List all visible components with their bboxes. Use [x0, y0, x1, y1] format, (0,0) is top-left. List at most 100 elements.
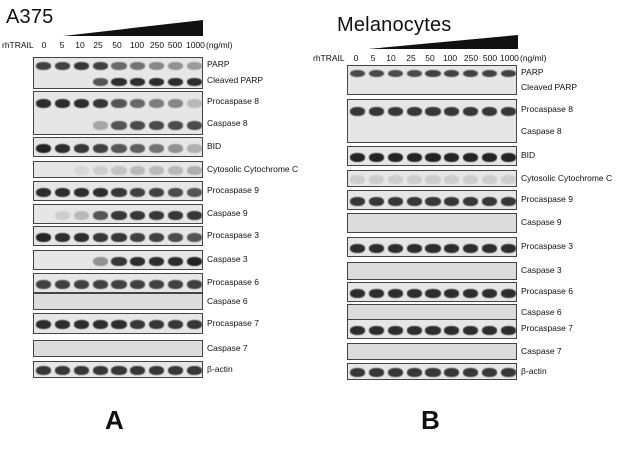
blot-band — [425, 325, 441, 335]
blot-band — [149, 120, 165, 130]
blot-strip — [347, 282, 517, 302]
blot-band — [444, 368, 460, 377]
blot-label: Procaspase 7 — [207, 317, 259, 328]
blot-band — [73, 232, 89, 242]
blot-band — [54, 320, 70, 329]
blot-band — [92, 279, 108, 289]
blot-band — [130, 187, 146, 197]
blot-band — [425, 175, 441, 184]
blot-band — [387, 69, 403, 78]
blot-band — [54, 232, 70, 242]
blot-strip — [347, 319, 517, 339]
panel-b-letter: B — [421, 405, 440, 435]
blot-band — [168, 166, 184, 175]
blot-band — [187, 320, 202, 329]
blot-label: Procaspase 7 — [521, 323, 573, 333]
blot-band — [349, 175, 365, 184]
blot-band — [130, 320, 146, 329]
blot-band — [111, 366, 127, 375]
blot-band — [149, 166, 165, 175]
blot-band — [168, 98, 184, 108]
blot-band — [54, 366, 70, 375]
blot-band — [73, 366, 89, 375]
blot-band — [463, 368, 479, 377]
blot-band — [130, 78, 146, 86]
blot-band — [54, 62, 70, 70]
blot-band — [349, 325, 365, 335]
blot-band — [368, 152, 384, 162]
blot-band — [149, 256, 165, 266]
blot-band — [444, 106, 460, 116]
blot-band — [463, 243, 479, 253]
blot-band — [482, 175, 498, 184]
blot-band — [168, 232, 184, 242]
blot-label: β-actin — [207, 363, 233, 374]
blot-band — [73, 98, 89, 108]
dose-tick: 10 — [386, 53, 396, 63]
blot-band — [130, 98, 146, 108]
blot-strip — [33, 137, 203, 157]
blot-strip — [33, 293, 203, 310]
blot-band — [425, 152, 441, 162]
blot-band — [149, 98, 165, 108]
blot-label: Caspase 8 — [521, 126, 562, 136]
blot-band — [368, 325, 384, 335]
blot-band — [368, 196, 384, 206]
blot-band — [349, 69, 365, 78]
blot-band — [149, 366, 165, 375]
blot-band — [130, 120, 146, 130]
dose-tick: 500 — [482, 53, 498, 63]
blot-band — [501, 288, 516, 298]
blot-band — [463, 106, 479, 116]
blot-band — [168, 120, 184, 130]
dose-tick: 250 — [149, 40, 165, 50]
blot-band — [349, 243, 365, 253]
blot-label: Caspase 9 — [521, 217, 562, 227]
blot-band — [463, 69, 479, 78]
blot-label: Cytosolic Cytochrome C — [521, 172, 613, 183]
blot-strip — [33, 313, 203, 334]
blot-strip — [33, 161, 203, 178]
blot-band — [349, 196, 365, 206]
blot-label: BID — [207, 141, 222, 151]
blot-band — [73, 166, 89, 175]
blot-label: Caspase 7 — [207, 342, 248, 353]
blot-label: Caspase 3 — [521, 265, 562, 275]
blot-band — [54, 143, 70, 153]
blot-band — [425, 368, 441, 377]
blot-band — [406, 368, 422, 377]
blot-band — [187, 120, 202, 130]
blot-band — [444, 175, 460, 184]
blot-band — [54, 187, 70, 197]
blot-band — [501, 69, 516, 78]
blot-band — [111, 256, 127, 266]
blot-band — [111, 166, 127, 175]
dose-tick: 1000 — [186, 40, 205, 50]
blot-band — [387, 243, 403, 253]
blot-band — [111, 120, 127, 130]
blot-band — [168, 187, 184, 197]
blot-band — [130, 62, 146, 70]
blot-band — [73, 210, 89, 220]
blot-band — [187, 98, 202, 108]
blot-band — [482, 368, 498, 377]
blot-band — [368, 106, 384, 116]
blot-strip — [33, 361, 203, 378]
blot-band — [187, 78, 202, 86]
blot-band — [463, 196, 479, 206]
blot-band — [149, 320, 165, 329]
blot-band — [73, 187, 89, 197]
blot-band — [387, 196, 403, 206]
blot-label: Procaspase 8 — [521, 104, 573, 114]
panel-b-title: Melanocytes — [337, 14, 452, 36]
blot-band — [187, 62, 202, 70]
blot-band — [130, 256, 146, 266]
dose-tick: 0 — [41, 40, 47, 50]
blot-band — [406, 175, 422, 184]
blot-band — [482, 69, 498, 78]
blot-band — [73, 62, 89, 70]
blot-band — [187, 366, 202, 375]
blot-strip — [33, 57, 203, 89]
blot-label: β-actin — [521, 365, 547, 376]
blot-band — [149, 232, 165, 242]
